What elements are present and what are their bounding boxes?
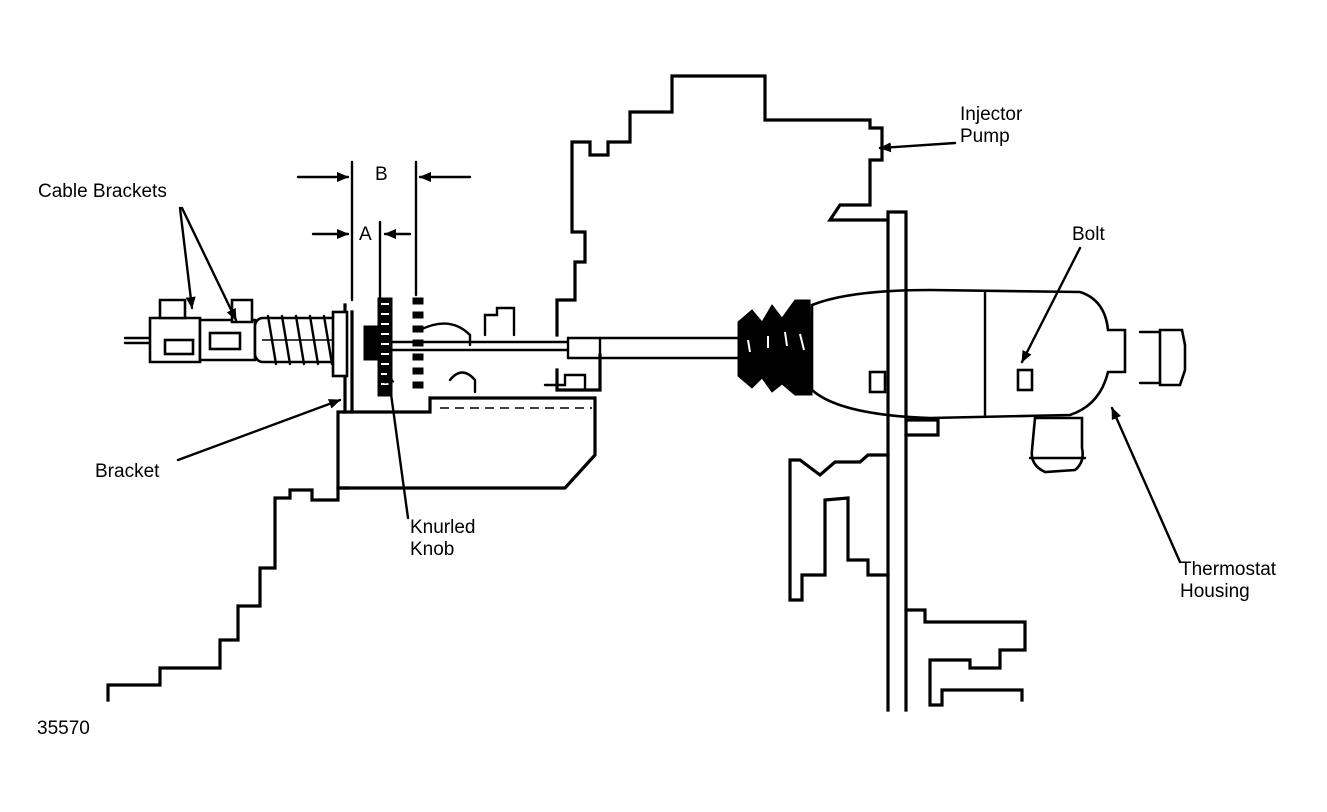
injector-pump-outline (555, 74, 890, 337)
rubber-boot (737, 299, 813, 396)
label-bracket: Bracket (95, 461, 160, 482)
dimension-lines (296, 160, 472, 302)
label-pump: Pump (960, 126, 1010, 147)
label-dim-a: A (359, 224, 372, 245)
figure-number: 35570 (37, 718, 90, 739)
thermostat-housing (810, 288, 1187, 474)
engine-outline-left (106, 486, 350, 702)
cable-rod (388, 336, 742, 360)
label-injector: Injector (960, 104, 1023, 125)
leader-arrows (176, 141, 1182, 564)
bracket-plate (336, 396, 597, 490)
label-knob: Knob (410, 539, 455, 560)
cable-clamp-assembly (123, 298, 257, 364)
injector-pump-lower-edge (555, 353, 602, 392)
label-knurled: Knurled (410, 517, 476, 538)
spring (253, 314, 347, 366)
label-bolt: Bolt (1072, 224, 1105, 245)
plate-top-detail (483, 306, 516, 337)
engine-outline-right-bracket (904, 608, 1027, 707)
mounting-plate (886, 210, 940, 712)
label-cable-brackets: Cable Brackets (38, 181, 167, 202)
label-housing: Housing (1180, 581, 1250, 602)
engine-outline-right-lower (788, 453, 890, 602)
label-thermostat: Thermostat (1180, 559, 1277, 580)
knurled-knob (331, 297, 393, 397)
plate-fitting (418, 322, 587, 394)
label-dim-b: B (375, 164, 388, 185)
